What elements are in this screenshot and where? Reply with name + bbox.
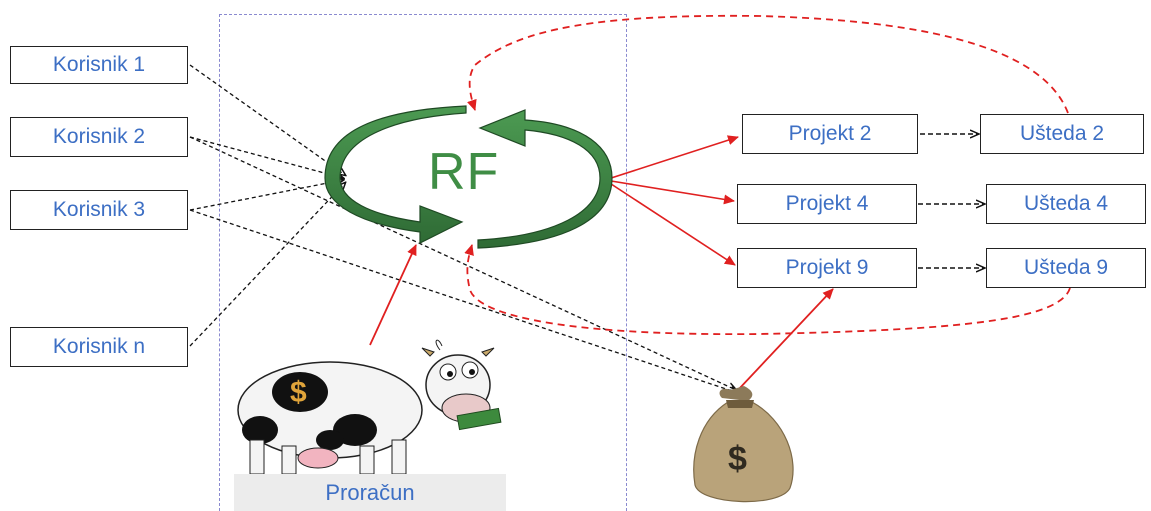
edge-user2-bag <box>189 136 736 390</box>
cow-dollar-symbol: $ <box>290 376 307 409</box>
user-box-2: Korisnik 2 <box>10 117 188 157</box>
edge-user3-bag <box>189 209 738 393</box>
budget-region-frame <box>219 14 627 511</box>
edge-user1-rf <box>189 64 345 175</box>
user-box-n: Korisnik n <box>10 327 188 367</box>
feedback-curve-top <box>467 14 1069 114</box>
edge-user3-rf <box>189 180 343 211</box>
rf-label: RF <box>428 143 500 201</box>
project-box-9: Projekt 9 <box>737 248 917 288</box>
user-box-3: Korisnik 3 <box>10 190 188 230</box>
saving-box-9: Ušteda 9 <box>986 248 1146 288</box>
saving-box-4: Ušteda 4 <box>986 184 1146 224</box>
rf-cycle-icon <box>324 105 613 249</box>
edge-rf-p9 <box>604 179 736 266</box>
project-box-2: Projekt 2 <box>742 114 918 154</box>
budget-caption: Proračun <box>234 474 506 511</box>
edge-budget-rf <box>369 244 417 346</box>
money-bag-dollar-symbol: $ <box>728 440 747 478</box>
feedback-curve-bottom <box>464 244 1071 336</box>
edge-rf-p4 <box>604 179 735 205</box>
saving-box-2: Ušteda 2 <box>980 114 1144 154</box>
edge-rf-p2 <box>604 135 739 181</box>
edge-usern-rf <box>189 183 345 347</box>
edge-bag-p9 <box>737 288 834 391</box>
user-box-1: Korisnik 1 <box>10 46 188 84</box>
edge-user2-rf <box>189 136 343 178</box>
project-box-4: Projekt 4 <box>737 184 917 224</box>
money-bag-icon <box>693 386 794 503</box>
cow-icon <box>237 339 502 475</box>
